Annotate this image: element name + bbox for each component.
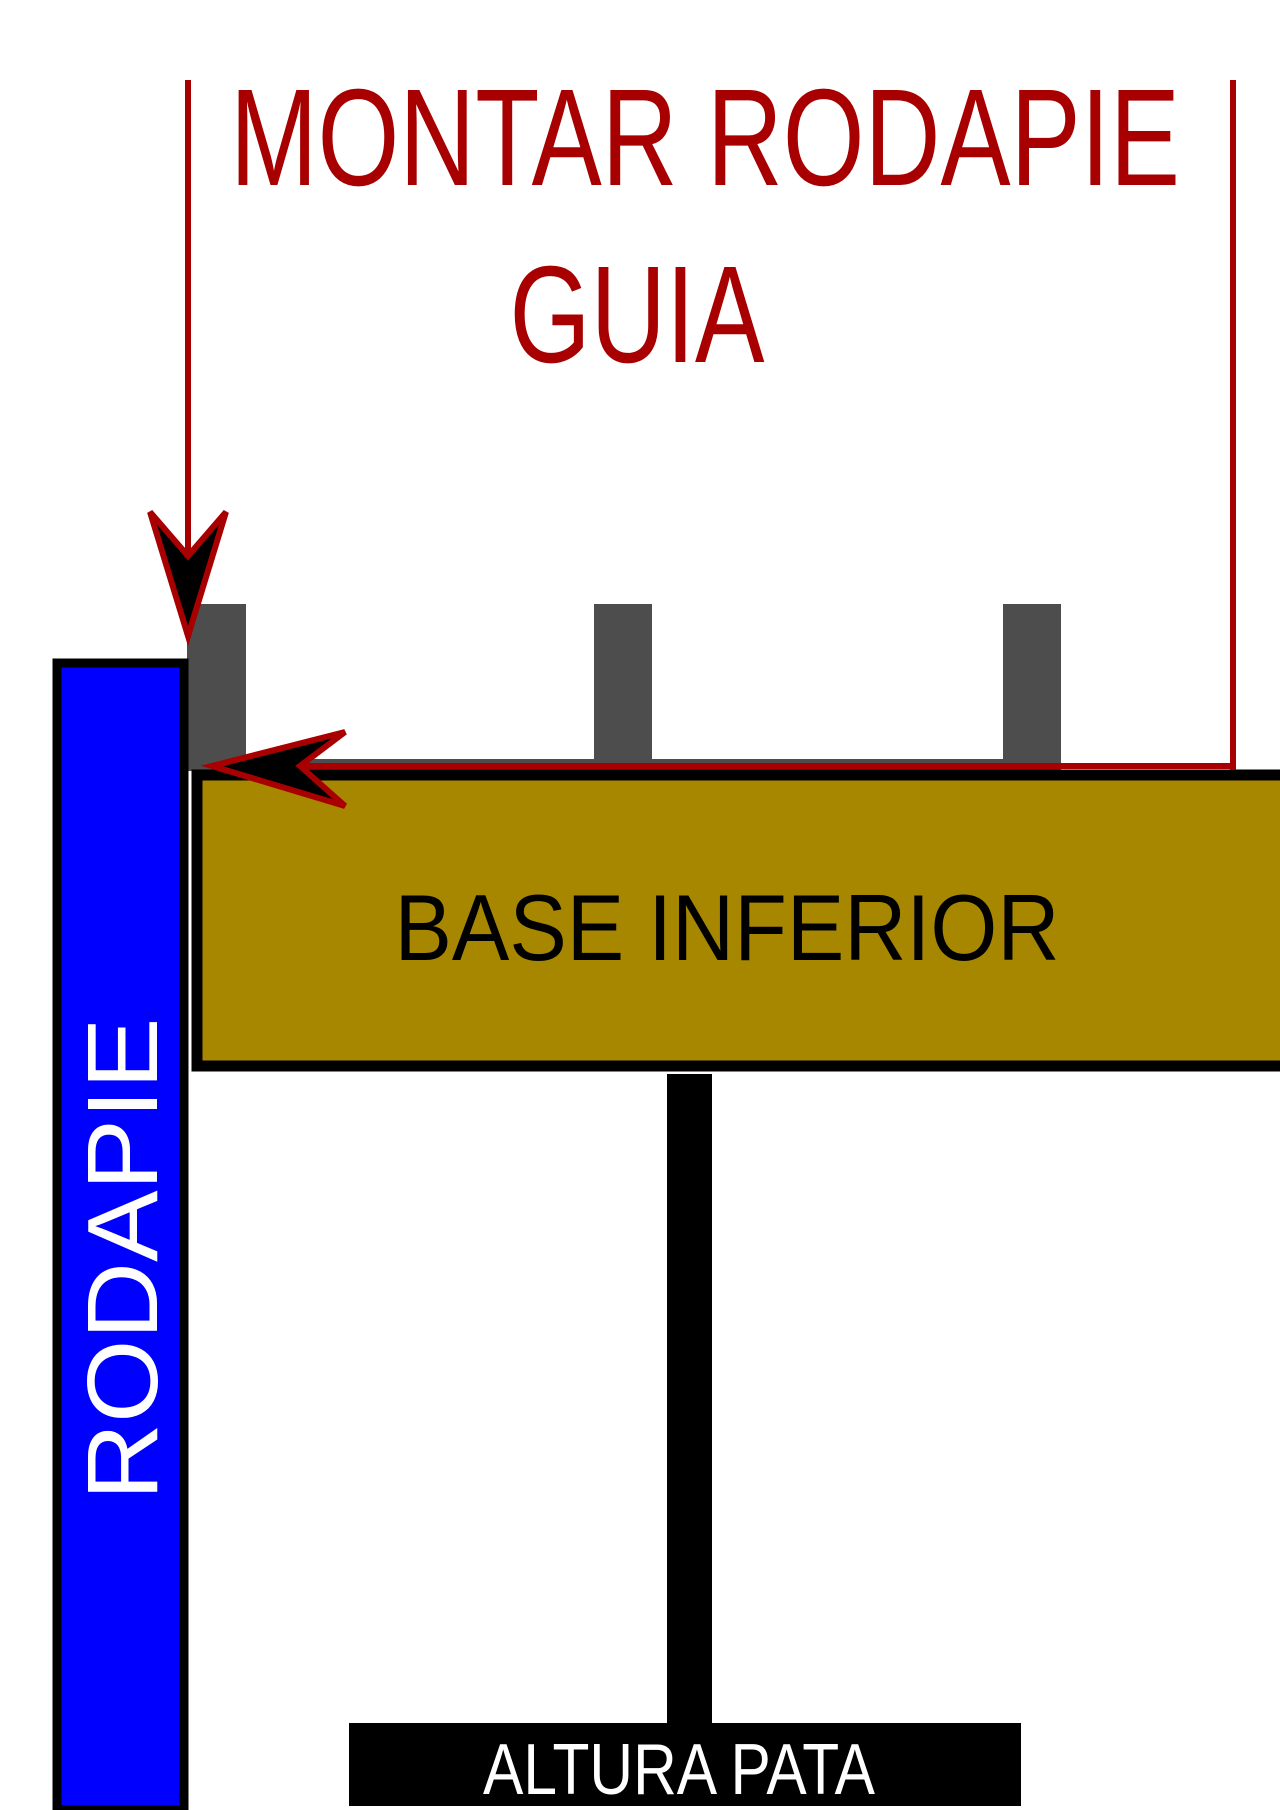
leg-post (667, 1074, 712, 1729)
guide-post-middle (594, 604, 652, 770)
title-line-2: GUIA (510, 238, 765, 392)
guide-post-right (1003, 604, 1061, 770)
arrow-left-icon (200, 729, 347, 809)
title-line-1: MONTAR RODAPIE (230, 61, 1180, 215)
altura-pata-bar (349, 1723, 1021, 1806)
guide-post-left (187, 604, 246, 770)
rodapie-label: RODAPIE (67, 1018, 179, 1501)
altura-pata-label: ALTURA PATA (483, 1730, 875, 1810)
base-inferior-board (191, 769, 1280, 1072)
arrow-down-icon (147, 510, 229, 647)
rodapie-board (52, 658, 189, 1810)
base-inferior-label: BASE INFERIOR (395, 875, 1060, 980)
